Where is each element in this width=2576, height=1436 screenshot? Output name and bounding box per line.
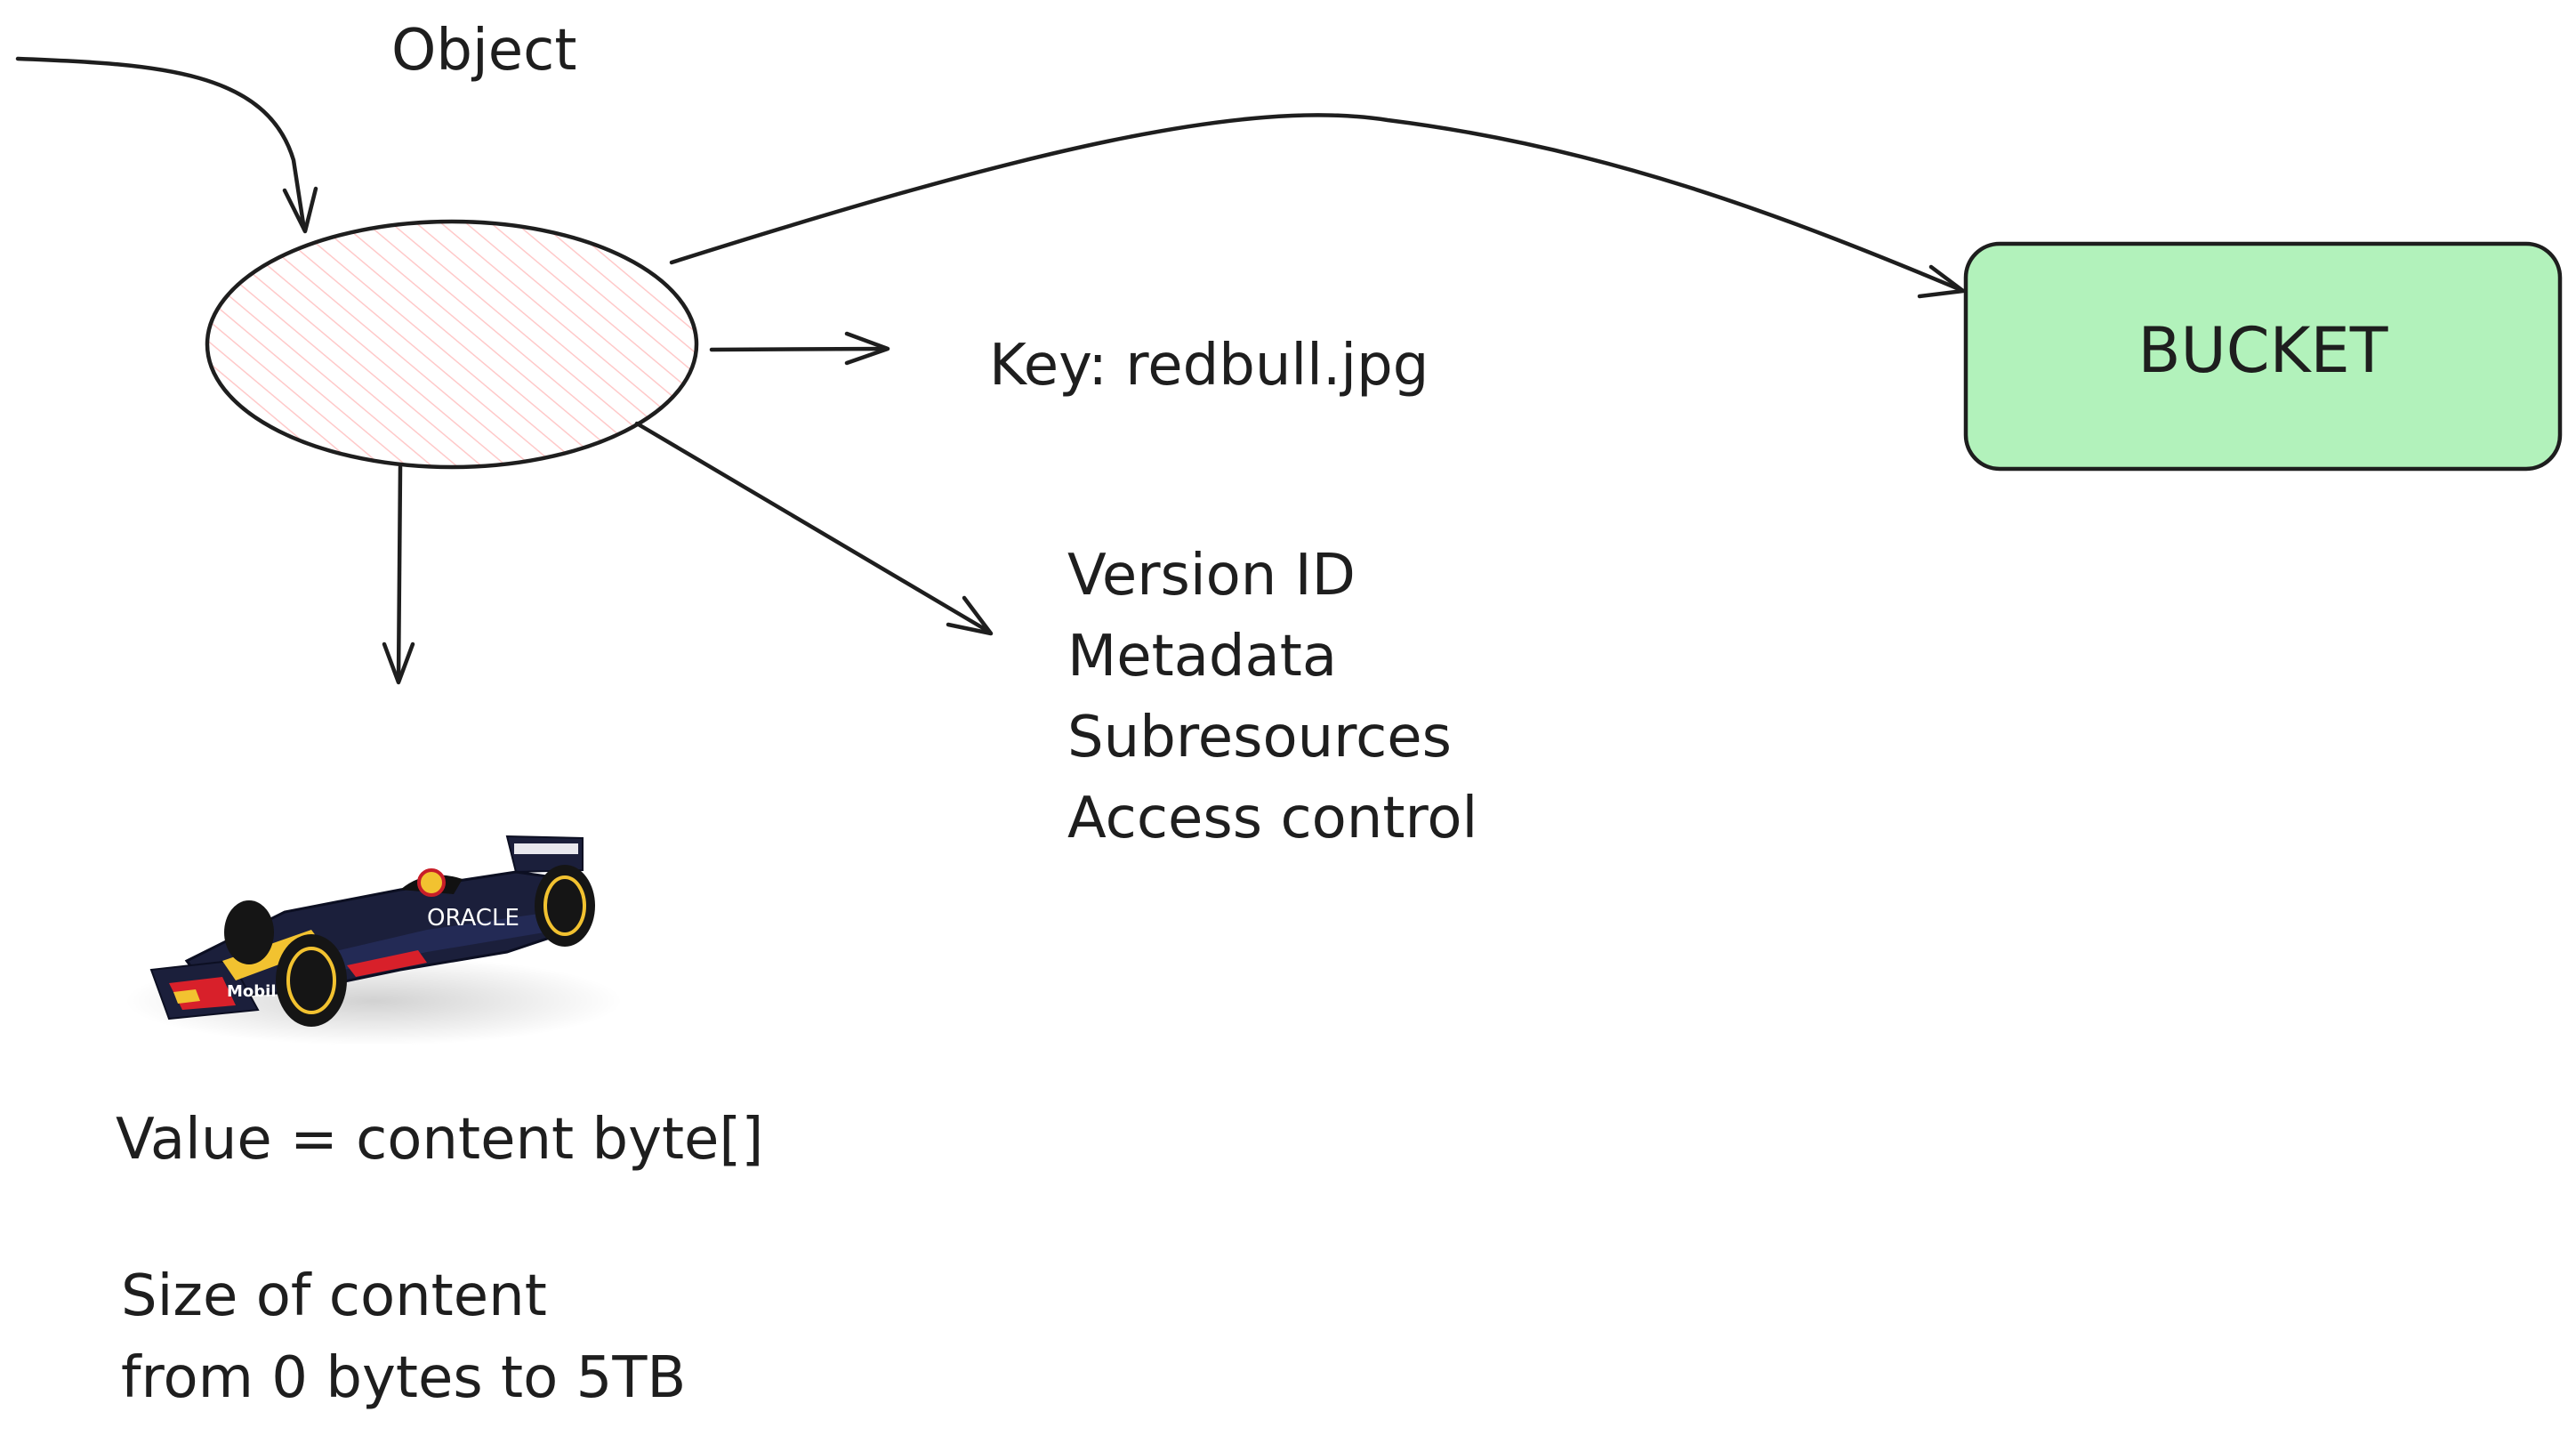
bucket-box[interactable]: BUCKET (1963, 241, 2563, 472)
object-ellipse[interactable] (205, 219, 699, 470)
car-wheel-rear (535, 865, 595, 947)
bucket-arrow (669, 113, 1966, 299)
key-label: Key: redbull.jpg (989, 333, 1429, 399)
size-description: Size of content from 0 bytes to 5TB (121, 1263, 686, 1411)
oracle-logo: ORACLE (427, 905, 519, 932)
value-arrow (382, 464, 415, 685)
mobil-logo: Mobil (227, 982, 277, 1001)
key-arrow (709, 331, 890, 366)
f1-race-car-image: ORACLE Mobil (125, 835, 623, 1045)
incoming-arrow (15, 56, 318, 234)
object-label: Object (391, 18, 576, 84)
size-line-2: from 0 bytes to 5TB (121, 1345, 686, 1411)
attributes-list: Version ID Metadata Subresources Access … (1067, 543, 1477, 851)
value-label: Value = content byte[] (116, 1107, 763, 1173)
attributes-arrow (634, 421, 994, 636)
attribute-metadata: Metadata (1067, 624, 1337, 690)
attribute-access-control: Access control (1067, 786, 1477, 851)
size-line-1: Size of content (121, 1263, 547, 1329)
attribute-subresources: Subresources (1067, 705, 1452, 770)
car-wheel-front (276, 934, 347, 1027)
attribute-version-id: Version ID (1067, 543, 1356, 609)
car-wheel-front-far (224, 900, 274, 964)
bucket-label: BUCKET (2137, 314, 2387, 387)
